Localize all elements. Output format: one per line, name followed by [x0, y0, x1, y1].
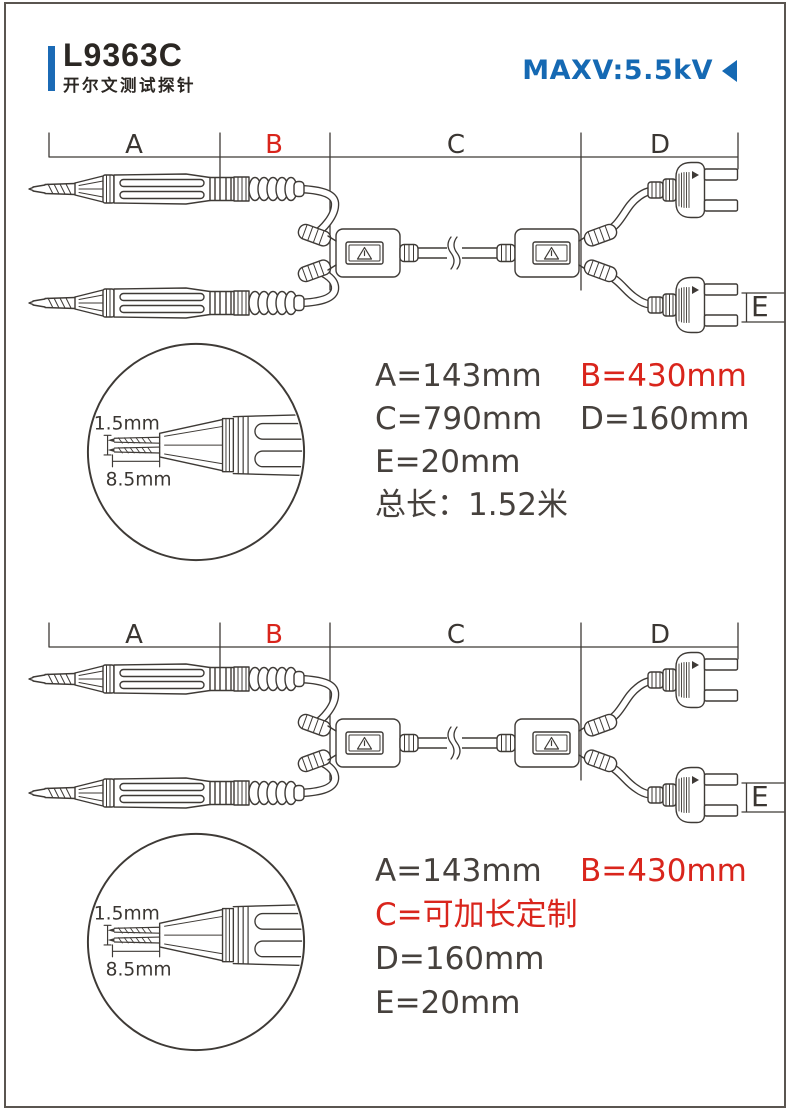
tip-length-label: 8.5mm — [106, 959, 172, 980]
product-model: L9363C — [63, 37, 183, 73]
spec-c: C=790mm — [375, 401, 543, 437]
spec-c-custom: C=可加长定制 — [375, 897, 578, 933]
spec-b: B=430mm — [580, 853, 747, 889]
max-voltage-text: MAXV:5.5kV — [522, 55, 713, 86]
product-subtitle: 开尔文测试探针 — [63, 76, 196, 95]
title-accent-bar — [48, 46, 55, 91]
spec-row: 总长：1.52米 — [375, 484, 749, 527]
tip-spacing-label: 1.5mm — [94, 413, 160, 434]
left-triangle-icon — [722, 59, 737, 82]
spec-a: A=143mm — [375, 358, 542, 394]
pin-dimension-label-e: E — [751, 780, 769, 813]
spec-row: E=20mm — [375, 981, 747, 1025]
spec-e: E=20mm — [375, 444, 521, 480]
cable-dimension-diagram-bottom: A B C D E — [0, 615, 787, 830]
spec-e: E=20mm — [375, 985, 521, 1021]
max-voltage-rating: MAXV:5.5kV — [522, 55, 737, 86]
probe-tip-detail-top: 1.5mm 8.5mm — [83, 339, 309, 565]
spec-d: D=160mm — [375, 941, 545, 977]
spec-d: D=160mm — [580, 401, 750, 437]
section-label-a: A — [125, 620, 143, 650]
section-label-d: D — [650, 130, 670, 160]
spec-a: A=143mm — [375, 853, 542, 889]
section-label-d: D — [650, 620, 670, 650]
spec-row: A=143mm B=430mm — [375, 355, 749, 398]
spec-row: C=790mm D=160mm — [375, 398, 749, 441]
probe-tip-detail-bottom: 1.5mm 8.5mm — [83, 829, 309, 1055]
spec-total-length: 总长：1.52米 — [375, 487, 569, 523]
pin-dimension-label-e: E — [751, 290, 769, 323]
spec-row: C=可加长定制 — [375, 893, 747, 937]
section-label-b: B — [265, 130, 283, 160]
section-label-c: C — [447, 130, 465, 160]
spec-row: E=20mm — [375, 441, 749, 484]
spec-block-bottom: A=143mm B=430mm C=可加长定制 D=160mm E=20mm — [375, 849, 747, 1025]
tip-spacing-label: 1.5mm — [94, 903, 160, 924]
section-label-a: A — [125, 130, 143, 160]
spec-row: A=143mm B=430mm — [375, 849, 747, 893]
tip-length-label: 8.5mm — [106, 469, 172, 490]
section-label-b: B — [265, 620, 283, 650]
cable-dimension-diagram-top: A B C D E — [0, 125, 787, 340]
spec-block-top: A=143mm B=430mm C=790mm D=160mm E=20mm 总长：… — [375, 355, 749, 527]
section-label-c: C — [447, 620, 465, 650]
spec-row: D=160mm — [375, 937, 747, 981]
spec-b: B=430mm — [580, 358, 747, 394]
